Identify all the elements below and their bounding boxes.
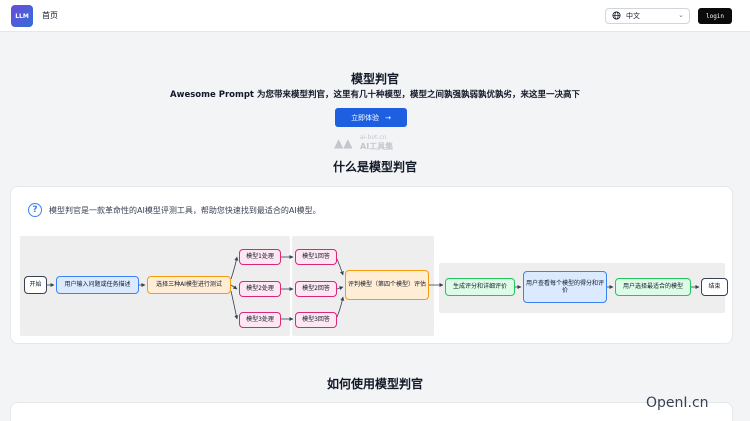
watermark-name: AI工具集 xyxy=(360,142,394,151)
flow-node-process-2: 模型2处理 xyxy=(239,281,281,297)
globe-icon xyxy=(611,10,621,22)
hero-subtitle: Awesome Prompt 为您带来模型判官，这里有几十种模型，模型之间孰强孰… xyxy=(170,90,580,100)
flow-node-input: 用户输入问题或任务描述 xyxy=(56,276,139,294)
watermark-domain: ai-bot.cn xyxy=(360,134,387,141)
site-watermark: ▲▲ ai-bot.cn AI工具集 xyxy=(334,134,414,152)
flow-node-judge: 评判模型（第四个模型）评估 xyxy=(345,270,429,300)
flow-node-process-1: 模型1处理 xyxy=(239,249,281,265)
chevron-updown-icon: ⌄ xyxy=(678,11,684,19)
intro-text: 模型判官是一款革命性的AI模型评测工具，帮助您快速找到最适合的AI模型。 xyxy=(49,206,321,215)
language-select[interactable]: 中文 ⌄ xyxy=(605,8,690,24)
try-now-label: 立即体验 xyxy=(351,113,380,122)
language-selected: 中文 xyxy=(626,12,640,20)
what-section-title: 什么是模型判官 xyxy=(332,160,417,174)
question-icon: ? xyxy=(28,203,42,217)
flow-node-process-3: 模型3处理 xyxy=(239,312,281,328)
try-now-button[interactable]: 立即体验 → xyxy=(335,108,407,127)
flow-node-answer-1: 模型1回答 xyxy=(295,249,337,265)
flow-node-view-results: 用户查看每个模型的得分和评价 xyxy=(523,271,607,303)
logo-text: LLM xyxy=(15,12,29,20)
flow-node-answer-3: 模型3回答 xyxy=(295,312,337,328)
how-section-title: 如何使用模型判官 xyxy=(326,377,423,391)
flow-node-select-models: 选择三种AI模型进行测试 xyxy=(147,276,231,294)
hero-title: 模型判官 xyxy=(350,72,399,86)
intro-card: ? 模型判官是一款革命性的AI模型评测工具，帮助您快速找到最适合的AI模型。 xyxy=(10,186,733,344)
top-navbar: LLM 首页 中文 ⌄ login xyxy=(0,0,750,32)
watermark-logo-icon: ▲▲ xyxy=(334,136,353,150)
arrow-right-icon: → xyxy=(385,113,391,122)
nav-home-link[interactable]: 首页 xyxy=(42,11,58,20)
flow-node-answer-2: 模型2回答 xyxy=(295,281,337,297)
corner-watermark: OpenI.cn xyxy=(646,395,709,411)
flow-node-score: 生成评分和详细评价 xyxy=(445,278,515,296)
flow-node-choose-model: 用户选择最适合的模型 xyxy=(615,278,691,296)
login-button[interactable]: login xyxy=(698,8,732,24)
flow-node-end: 结束 xyxy=(701,278,728,296)
flow-node-start: 开始 xyxy=(24,276,47,294)
how-card xyxy=(10,402,733,421)
app-logo[interactable]: LLM xyxy=(11,5,33,27)
